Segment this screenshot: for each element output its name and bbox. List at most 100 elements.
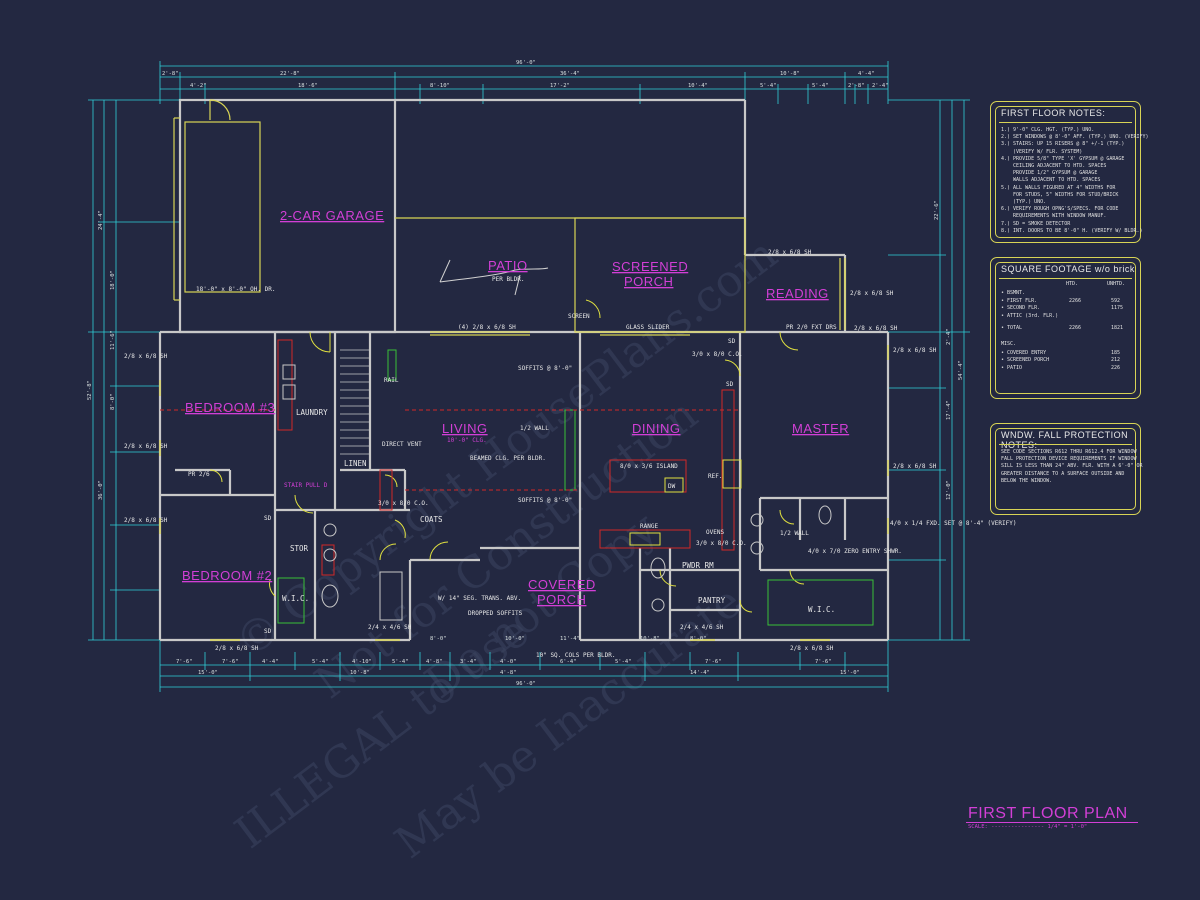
note-line: 8.) INT. DOORS TO BE 8'-0" H. (VERIFY W/… — [1001, 227, 1143, 234]
dimension-text: 4'-0" — [500, 659, 517, 665]
dimension-text: 24'-4" — [98, 210, 104, 230]
dimension-text: 18'-6" — [298, 83, 318, 89]
slider-size-label: (4) 2/8 x 6/8 SH — [458, 324, 516, 331]
note-line: (VERIFY W/ FLR. SYSTEM) — [1001, 148, 1083, 155]
dimension-text: 7'-6" — [222, 659, 239, 665]
note-line: 7.) SD = SMOKE DETECTOR — [1001, 220, 1071, 227]
dimension-text: 7'-6" — [176, 659, 193, 665]
fixed-window-label: 4/0 x 1/4 FXD. SET @ 8'-4" (VERIFY) — [890, 520, 1016, 527]
room-label-linen: LINEN — [344, 459, 367, 468]
dimension-text: 4'-8" — [426, 659, 443, 665]
room-label-bedroom2: BEDROOM #2 — [182, 568, 272, 583]
fall-protection-panel: WNDW. FALL PROTECTION NOTES: SEE CODE SE… — [990, 423, 1143, 515]
misc-row-value: 185 — [1111, 349, 1121, 356]
room-label-stor: STOR — [290, 544, 309, 553]
dimension-text: 36'-4" — [560, 71, 580, 77]
col-htd: HTD. — [1066, 281, 1079, 287]
col-unhtd: UNHTD. — [1107, 281, 1126, 287]
dimension-text: 5'-4" — [615, 659, 632, 665]
room-label-pwdr: PWDR RM — [682, 561, 714, 570]
dimension-text: 7'-6" — [705, 659, 722, 665]
notes-title: FIRST FLOOR NOTES: — [1001, 108, 1106, 118]
room-label-covered-porch-1: COVERED — [528, 577, 596, 592]
plan-title-rule — [966, 822, 1138, 823]
misc-row-value: 212 — [1111, 357, 1121, 363]
zero-entry-shower-label: 4/0 x 7/0 ZERO ENTRY SHWR. — [808, 548, 902, 555]
dimension-text: 10'-8" — [350, 670, 370, 676]
living-ceiling-label: 10'-0" CLG. — [447, 437, 487, 444]
misc-row-label: • SCREENED PORCH — [1001, 357, 1050, 363]
dimension-text: 6'-4" — [560, 659, 577, 665]
dimension-texts: 96'-0" 96'-0" 2'-8"22'-8"36'-4"10'-8"4'-… — [87, 60, 964, 687]
notes-list: 1.) 9'-0" CLG. HGT. (TYP.) UNO.2.) SET W… — [1001, 127, 1149, 235]
dimension-text: 4'-10" — [352, 659, 372, 665]
smoke-detector-label: SD — [264, 628, 272, 635]
fall-note-line: SILL IS LESS THAN 24" ABV. FLR. WITH A 6… — [1001, 463, 1143, 470]
note-line: (TYP.) UNO. — [1001, 199, 1047, 206]
dimension-text: 4'-2" — [190, 83, 207, 89]
sqft-row-label: • ATTIC (3rd. FLR.) — [1001, 312, 1059, 319]
room-label-screened-porch-1: SCREENED — [612, 259, 688, 274]
fixtures — [277, 339, 874, 626]
plan-scale: SCALE: ---------------- 1/4" = 1'-0" — [968, 824, 1088, 830]
room-label-reading: READING — [766, 286, 829, 301]
room-label-pantry: PANTRY — [698, 596, 726, 605]
dimension-text: 8'-0" — [430, 636, 447, 642]
room-label-bedroom3: BEDROOM #3 — [185, 400, 275, 415]
sqft-row-label: • TOTAL — [1001, 325, 1023, 331]
note-line: 2.) SET WINDOWS @ 8'-0" AFF. (TYP.) UNO.… — [1001, 134, 1149, 141]
smoke-detector-label: SD — [728, 338, 736, 345]
dimension-text: 2'-4" — [872, 83, 889, 89]
sqft-row-label: • SECOND FLR. — [1001, 305, 1041, 311]
room-label-master: MASTER — [792, 421, 849, 436]
sqft-row-unhtd: 592 — [1111, 297, 1121, 304]
note-line: 1.) 9'-0" CLG. HGT. (TYP.) UNO. — [1001, 127, 1095, 133]
garage-details — [173, 99, 846, 336]
first-floor-notes-panel: FIRST FLOOR NOTES: 1.) 9'-0" CLG. HGT. (… — [990, 101, 1149, 243]
misc-row-value: 226 — [1111, 364, 1121, 371]
panel-border — [995, 428, 1136, 510]
sqft-row-unhtd: 1175 — [1111, 305, 1124, 311]
dimension-text: 4'-4" — [858, 71, 875, 77]
dimension-text: 17'-2" — [550, 83, 570, 89]
dimension-text: 2'-8" — [162, 71, 179, 77]
sqft-row-htd: 2266 — [1069, 297, 1082, 304]
transom-label: W/ 14" SEG. TRANS. ABV. — [438, 595, 521, 602]
room-label-garage: 2-CAR GARAGE — [280, 208, 384, 223]
dimension-text: 12'-0" — [946, 480, 952, 500]
fall-note-line: FALL PROTECTION DEVICE REQUIREMENTS IF W… — [1001, 456, 1137, 463]
room-label-dining: DINING — [632, 421, 681, 436]
panel-border — [995, 106, 1136, 238]
plan-title: FIRST FLOOR PLAN — [968, 805, 1128, 822]
room-label-wic-left: W.I.C. — [282, 594, 309, 603]
window-label: 2/8 x 6/8 SH — [124, 353, 168, 360]
note-line: FOR STUDS, 5" WIDTHS FOR STUD/BRICK — [1001, 191, 1119, 198]
french-doors-label: PR 2/0 FXT DRS — [786, 324, 837, 331]
note-line: 6.) VERIFY ROUGH OPNG'S/SPECS. FOR CODE — [1001, 206, 1119, 213]
soffits-lower-label: SOFFITS @ 8'-0" — [518, 497, 572, 504]
master-half-wall-label: 1/2 WALL — [780, 530, 809, 537]
dim-overall-bottom: 96'-0" — [516, 681, 536, 687]
walls — [158, 98, 890, 642]
beams — [160, 409, 740, 491]
panel-border — [995, 262, 1136, 394]
note-line: WALLS ADJACENT TO HTD. SPACES — [1001, 177, 1101, 184]
room-label-laundry: LAUNDRY — [296, 408, 328, 417]
window-label: 2/8 x 6/8 SH — [215, 645, 259, 652]
note-line: 3.) STAIRS: UP 15 RISERS @ 8" +/-1 (TYP.… — [1001, 141, 1125, 148]
dimension-text: 8'-0" — [690, 636, 707, 642]
dimension-text: 11'-6" — [110, 330, 116, 350]
cased-opening-label: 3/0 x 8/0 C.O. — [378, 500, 429, 507]
fall-note-line: BELOW THE WINDOW. — [1001, 477, 1053, 484]
dimension-text: 2'-8" — [848, 83, 865, 89]
misc-row-label: • COVERED ENTRY — [1001, 349, 1047, 356]
dimension-text: 5'-4" — [312, 659, 329, 665]
dimension-text: 2'-4" — [946, 328, 952, 345]
window-label: 2/8 x 6/8 SH — [850, 290, 894, 297]
patio-per-label: PER BLDR. — [492, 276, 525, 283]
room-label-coats: COATS — [420, 515, 443, 524]
room-label-living: LIVING — [442, 421, 488, 436]
stair-rail-label: RAIL — [384, 377, 399, 384]
sqft-row-label: • BSMNT. — [1001, 290, 1026, 296]
dimension-text: 36'-0" — [98, 480, 104, 500]
